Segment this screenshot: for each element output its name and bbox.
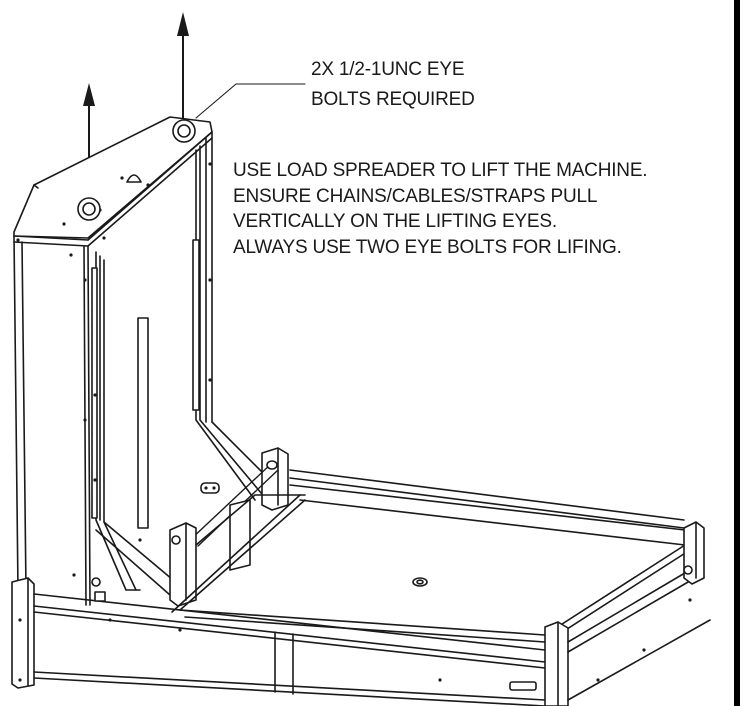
lifting-instructions: USE LOAD SPREADER TO LIFT THE MACHINE. E… [233, 158, 648, 260]
lift-arrow-icon [177, 12, 189, 121]
instruction-line: VERTICALLY ON THE LIFTING EYES. [233, 211, 557, 232]
callout-line: BOLTS REQUIRED [311, 89, 475, 110]
eye-bolt-icon [172, 119, 196, 143]
upright-tower [13, 116, 271, 606]
base-tray [171, 484, 691, 643]
eye-bolt-icon [77, 197, 101, 221]
frame-border [734, 0, 740, 706]
instruction-line: USE LOAD SPREADER TO LIFT THE MACHINE. [233, 160, 648, 181]
base-frame [11, 469, 711, 706]
carriage-assembly [169, 447, 306, 607]
instruction-line: ENSURE CHAINS/CABLES/STRAPS PULL [233, 185, 598, 207]
instruction-line: ALWAYS USE TWO EYE BOLTS FOR LIFING. [233, 236, 622, 258]
callout-line: 2X 1/2-1UNC EYE [311, 59, 465, 80]
eye-bolt-callout: 2X 1/2-1UNC EYE BOLTS REQUIRED [311, 55, 475, 115]
callout-leader [195, 83, 306, 119]
